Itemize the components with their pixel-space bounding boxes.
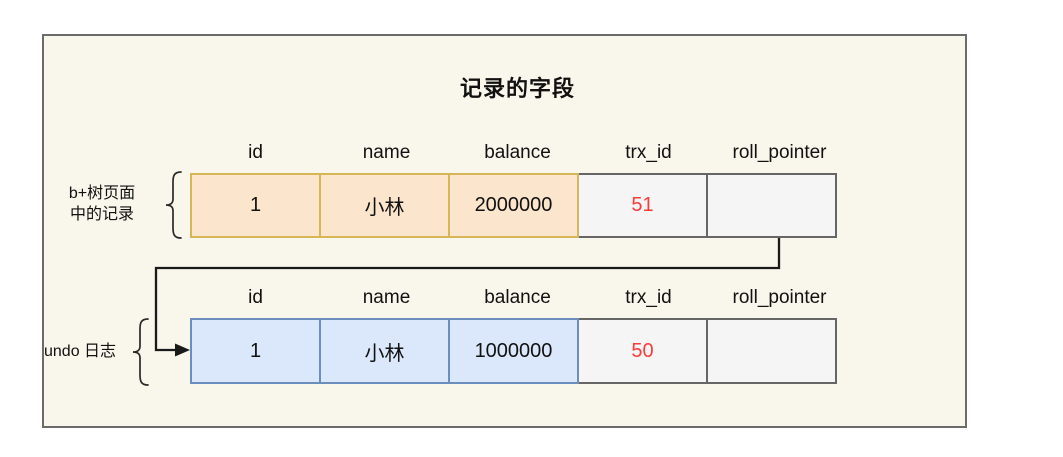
column-header-roll-pointer: roll_pointer — [732, 142, 827, 163]
undo-cell-id: 1 — [190, 318, 321, 384]
diagram-title: 记录的字段 — [459, 76, 575, 101]
btree-row-label: b+树页面 中的记录 — [52, 183, 152, 225]
btree-cell-id: 1 — [190, 173, 321, 238]
btree-record-row: 1 小林 2000000 51 — [190, 173, 837, 238]
column-header-name: name — [362, 142, 411, 163]
btree-row-label-line2: 中的记录 — [69, 206, 134, 223]
undo-cell-roll-pointer — [706, 318, 837, 384]
undo-header-row: id name balance trx_id roll_pointer — [190, 287, 845, 309]
undo-record-row: 1 小林 1000000 50 — [190, 318, 837, 384]
btree-row-label-line1: b+树页面 — [68, 185, 136, 202]
column-header-balance: balance — [484, 142, 551, 163]
undo-row-label: undo 日志 — [44, 343, 117, 360]
undo-cell-trx-id: 50 — [577, 318, 708, 384]
btree-cell-roll-pointer — [706, 173, 837, 238]
column-header-trx-id: trx_id — [625, 287, 672, 308]
column-header-roll-pointer: roll_pointer — [732, 287, 827, 308]
column-header-balance: balance — [484, 287, 551, 308]
curly-brace-icon — [165, 171, 182, 239]
btree-cell-trx-id: 51 — [577, 173, 708, 238]
column-header-trx-id: trx_id — [625, 142, 672, 163]
btree-cell-name: 小林 — [319, 173, 450, 238]
undo-cell-balance: 1000000 — [448, 318, 579, 384]
column-header-id: id — [248, 142, 263, 163]
curly-brace-icon — [132, 318, 149, 386]
column-header-name: name — [362, 287, 411, 308]
btree-cell-balance: 2000000 — [448, 173, 579, 238]
column-header-id: id — [248, 287, 263, 308]
btree-header-row: id name balance trx_id roll_pointer — [190, 142, 845, 164]
undo-cell-name: 小林 — [319, 318, 450, 384]
